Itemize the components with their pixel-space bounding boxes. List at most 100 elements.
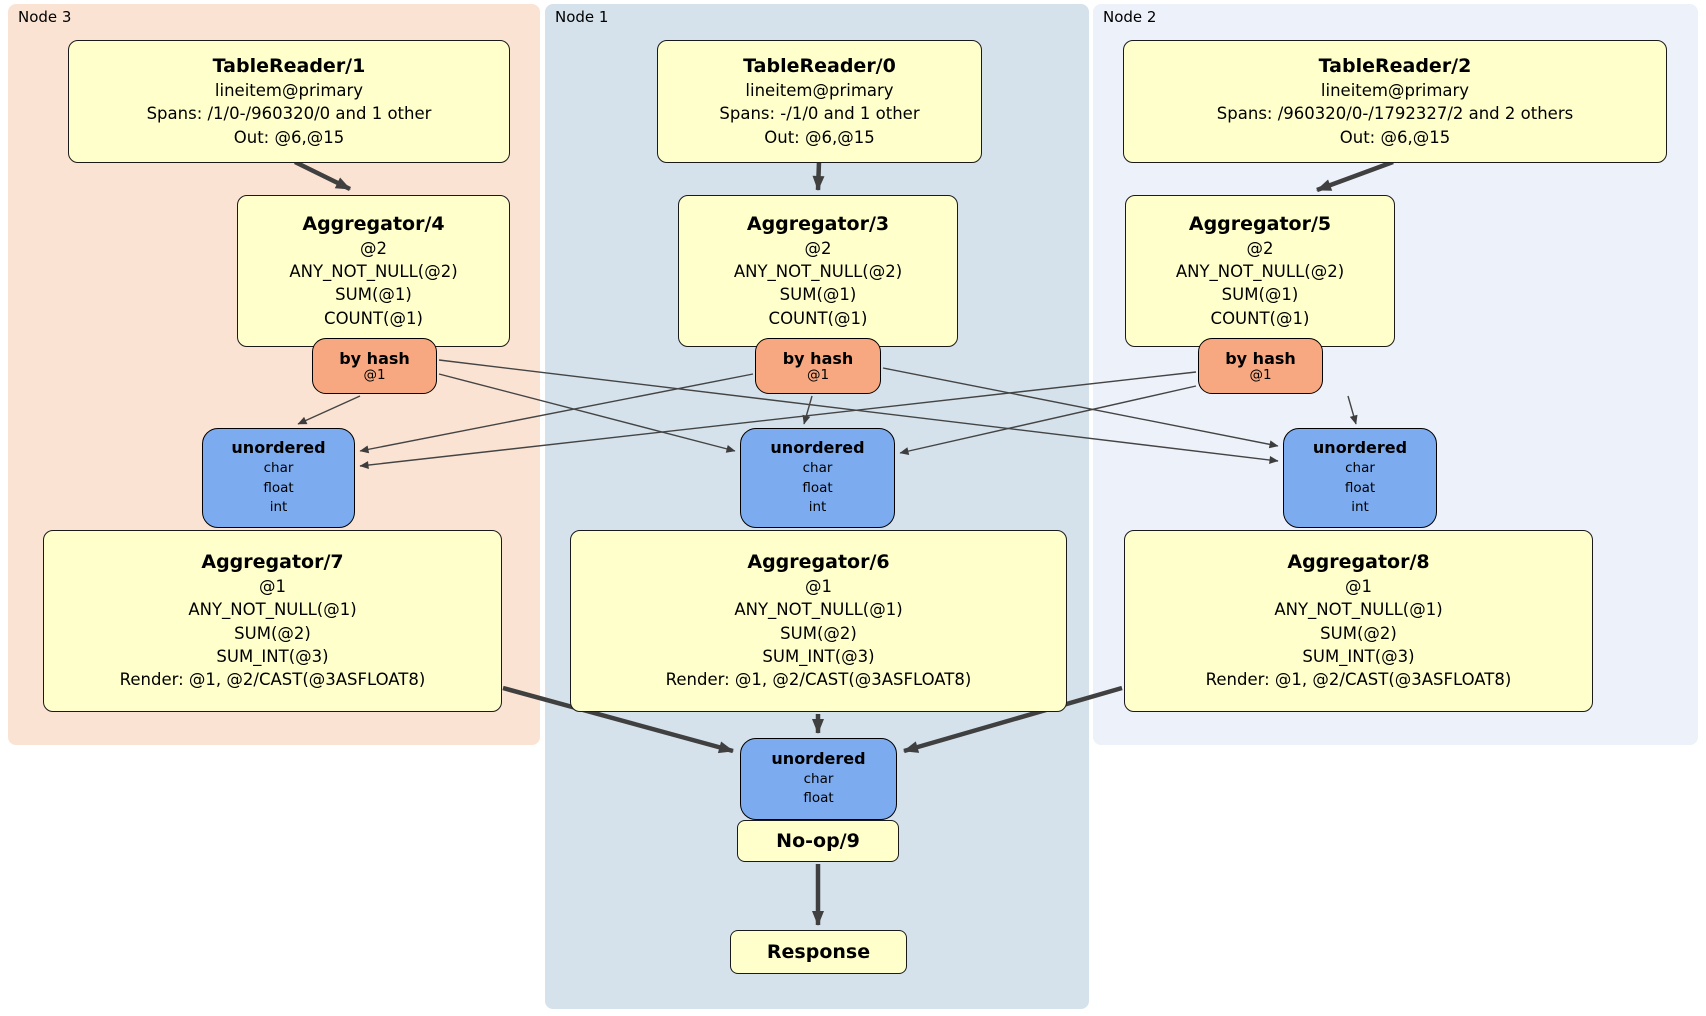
edge-hash5-un8: [1347, 395, 1358, 425]
router-title: by hash: [1225, 348, 1296, 368]
processor-line: SUM(@1): [335, 285, 412, 305]
sync-line: float: [1344, 479, 1376, 496]
node-label-2: Node 2: [1103, 8, 1157, 26]
processor-line: @1: [805, 576, 832, 596]
processor-title: Aggregator/8: [1287, 551, 1430, 574]
sync-unordered-final: unordered char float: [740, 738, 897, 820]
sync-line: char: [803, 770, 834, 787]
sync-line: float: [803, 790, 834, 807]
processor-aggregator-8: Aggregator/8 @1 ANY_NOT_NULL(@1) SUM(@2)…: [1124, 530, 1593, 712]
processor-line: SUM(@1): [1221, 285, 1299, 305]
processor-line: lineitem@primary: [214, 80, 364, 100]
sync-line: int: [808, 499, 827, 516]
processor-line: Render: @1, @2/CAST(@3ASFLOAT8): [119, 670, 426, 690]
processor-aggregator-3: Aggregator/3 @2 ANY_NOT_NULL(@2) SUM(@1)…: [678, 195, 958, 347]
processor-line: Spans: -/1/0 and 1 other: [719, 104, 920, 124]
edge-tr1-agg4: [294, 159, 351, 192]
processor-title: Aggregator/5: [1188, 212, 1332, 235]
processor-line: SUM(@2): [1320, 623, 1397, 643]
processor-line: ANY_NOT_NULL(@1): [734, 600, 903, 620]
edge-hash3-un6: [802, 395, 813, 425]
edge-hash5-un6: [899, 385, 1197, 456]
processor-line: @1: [1345, 576, 1372, 596]
processor-aggregator-6: Aggregator/6 @1 ANY_NOT_NULL(@1) SUM(@2)…: [570, 530, 1067, 712]
edge-hash5-un7: [359, 371, 1197, 470]
processor-line: SUM(@1): [779, 285, 857, 305]
sync-line: char: [802, 460, 833, 477]
processor-line: Out: @6,@15: [1339, 127, 1451, 147]
sync-title: unordered: [1312, 438, 1408, 458]
processor-title: TableReader/2: [1318, 55, 1472, 78]
processor-line: SUM_INT(@3): [216, 647, 329, 667]
processor-line: SUM_INT(@3): [762, 647, 875, 667]
processor-line: lineitem@primary: [745, 80, 894, 100]
processor-line: ANY_NOT_NULL(@2): [1175, 261, 1345, 281]
edge-hash4-un6: [438, 373, 736, 453]
processor-aggregator-4: Aggregator/4 @2 ANY_NOT_NULL(@2) SUM(@1)…: [237, 195, 510, 347]
sync-line: float: [263, 479, 294, 496]
sync-line: float: [802, 479, 833, 496]
processor-line: @1: [259, 576, 286, 596]
router-by-hash-5: by hash @1: [1198, 338, 1323, 394]
processor-response: Response: [730, 930, 907, 974]
processor-title: Aggregator/7: [201, 551, 344, 574]
processor-line: @2: [360, 238, 387, 258]
node-label-1: Node 1: [555, 8, 609, 26]
router-detail: @1: [1249, 366, 1272, 383]
processor-line: @2: [1246, 238, 1274, 258]
processor-line: Out: @6,@15: [764, 127, 875, 147]
sync-title: unordered: [771, 749, 866, 769]
processor-line: ANY_NOT_NULL(@1): [188, 600, 357, 620]
sync-line: int: [269, 499, 288, 516]
processor-line: Out: @6,@15: [233, 127, 345, 147]
sync-unordered-7: unordered char float int: [202, 428, 355, 528]
processor-aggregator-7: Aggregator/7 @1 ANY_NOT_NULL(@1) SUM(@2)…: [43, 530, 502, 712]
edge-agg7-unfinal: [502, 685, 734, 754]
processor-line: COUNT(@1): [324, 308, 423, 328]
sync-title: unordered: [770, 438, 865, 458]
processor-title: TableReader/0: [743, 55, 896, 78]
edge-tr2-agg5: [1316, 159, 1394, 193]
processor-line: ANY_NOT_NULL(@2): [733, 261, 903, 281]
processor-title: Aggregator/4: [302, 212, 445, 235]
processor-noop-9: No-op/9: [737, 820, 899, 862]
router-title: by hash: [339, 348, 410, 368]
edge-hash3-un8: [882, 367, 1279, 449]
router-by-hash-3: by hash @1: [755, 338, 881, 394]
processor-line: lineitem@primary: [1320, 80, 1470, 100]
processor-tablereader-2: TableReader/2 lineitem@primary Spans: /9…: [1123, 40, 1667, 163]
processor-line: ANY_NOT_NULL(@2): [289, 261, 458, 281]
router-title: by hash: [782, 348, 854, 368]
sync-line: int: [1351, 499, 1369, 516]
processor-line: Spans: /1/0-/960320/0 and 1 other: [146, 104, 432, 124]
node-label-3: Node 3: [18, 8, 72, 26]
edge-agg8-unfinal: [903, 685, 1123, 754]
processor-line: Render: @1, @2/CAST(@3ASFLOAT8): [1205, 670, 1512, 690]
processor-line: Render: @1, @2/CAST(@3ASFLOAT8): [665, 670, 972, 690]
processor-line: COUNT(@1): [768, 308, 868, 328]
processor-title: No-op/9: [776, 829, 860, 852]
processor-tablereader-1: TableReader/1 lineitem@primary Spans: /1…: [68, 40, 510, 163]
processor-line: SUM_INT(@3): [1302, 647, 1415, 667]
processor-line: ANY_NOT_NULL(@1): [1274, 600, 1443, 620]
sync-unordered-8: unordered char float int: [1283, 428, 1437, 528]
processor-title: Aggregator/3: [746, 212, 890, 235]
router-detail: @1: [806, 366, 830, 383]
processor-title: TableReader/1: [212, 55, 366, 78]
processor-tablereader-0: TableReader/0 lineitem@primary Spans: -/…: [657, 40, 982, 163]
sync-unordered-6: unordered char float int: [740, 428, 895, 528]
edge-hash3-un7: [359, 373, 754, 454]
processor-line: COUNT(@1): [1210, 308, 1310, 328]
processor-line: SUM(@2): [234, 623, 311, 643]
sync-line: char: [1345, 460, 1375, 477]
processor-aggregator-5: Aggregator/5 @2 ANY_NOT_NULL(@2) SUM(@1)…: [1125, 195, 1395, 347]
processor-line: SUM(@2): [780, 623, 857, 643]
sync-title: unordered: [231, 438, 326, 458]
edge-hash4-un7: [297, 395, 361, 425]
sync-line: char: [263, 460, 294, 477]
edge-tr0-agg3: [812, 161, 825, 191]
processor-line: @2: [804, 238, 832, 258]
processor-title: Aggregator/6: [747, 551, 890, 574]
